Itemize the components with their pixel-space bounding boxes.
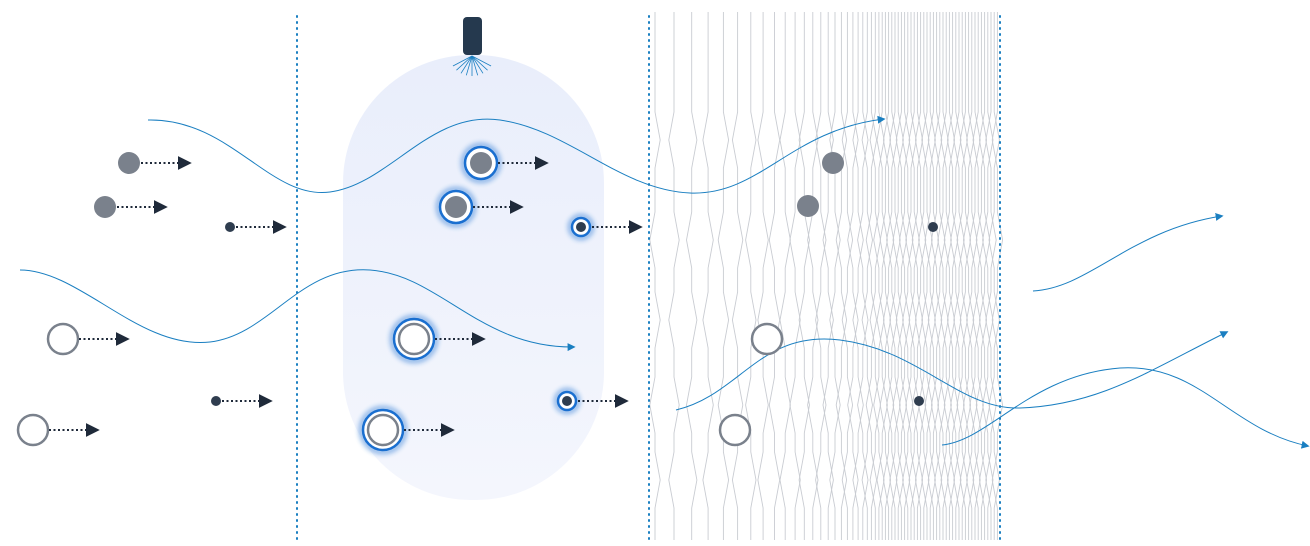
filter-fiber [921,12,933,540]
filter-fiber [768,12,781,540]
filter-fiber [815,12,827,540]
airflow-line [19,269,576,352]
airflow-line [147,115,886,194]
solid-particle [435,186,524,228]
hollow-particle [718,413,752,447]
filter-fiber [985,12,997,540]
filter-fiber [649,12,661,540]
filter-fiber [835,12,848,540]
ion-spray [452,55,492,76]
hollow-particle [750,322,784,356]
filter-fiber [953,12,965,540]
filter-fiber [757,12,769,540]
solid-particle [553,387,629,415]
solid-particle [797,195,819,217]
hollow-particle [16,413,100,447]
filter-fiber [829,12,841,540]
filter-fiber [717,12,730,540]
filter-fiber [668,12,680,540]
filter-fiber [702,12,714,540]
nozzle-icon [463,17,482,55]
filter-fiber [882,12,895,540]
airflow-line [941,367,1310,449]
airflow-line [675,331,1229,411]
filter-fiber [745,12,757,540]
filter-fiber [991,12,1004,540]
airflow-line [1032,213,1224,292]
filter-fiber [966,12,978,540]
solid-particle [460,142,549,184]
filter-fiber [852,12,864,540]
filter-fiber [841,12,854,540]
filter-fiber [779,12,791,540]
filter-fiber [798,12,810,540]
filter-fiber [972,12,984,540]
filter-fiber [847,12,859,540]
filter-fiber [889,12,901,540]
filter-fiber [686,12,698,540]
filter-fiber [822,12,834,540]
filter-fiber [731,12,744,540]
filter-fiber [895,12,908,540]
filter-fiber [959,12,972,540]
solid-particle [211,394,273,408]
filter-fiber [807,12,819,540]
filter-fiber [861,12,873,540]
solid-particle [567,213,643,241]
solid-particle [94,196,168,218]
filter-fiber [789,12,801,540]
filter-fiber [934,12,946,540]
hollow-particle [389,314,486,364]
airflow-lines [19,115,1310,449]
filter-fiber [857,12,869,540]
filter-fiber [940,12,952,540]
filter-fiber [908,12,920,540]
filter-fiber [927,12,940,540]
filter-fiber [876,12,888,540]
solid-particle [914,396,924,406]
filter-fiber [978,12,991,540]
filter-fiber [946,12,959,540]
solid-particle [225,220,287,234]
solid-particle [118,152,192,174]
filter-fiber [902,12,914,540]
hollow-particle [358,405,455,455]
solid-particle [822,152,844,174]
particles [16,142,938,455]
filter-media [649,12,1004,540]
filter-fiber [914,12,927,540]
filter-fiber [869,12,881,540]
hollow-particle [46,322,130,356]
solid-particle [928,222,938,232]
